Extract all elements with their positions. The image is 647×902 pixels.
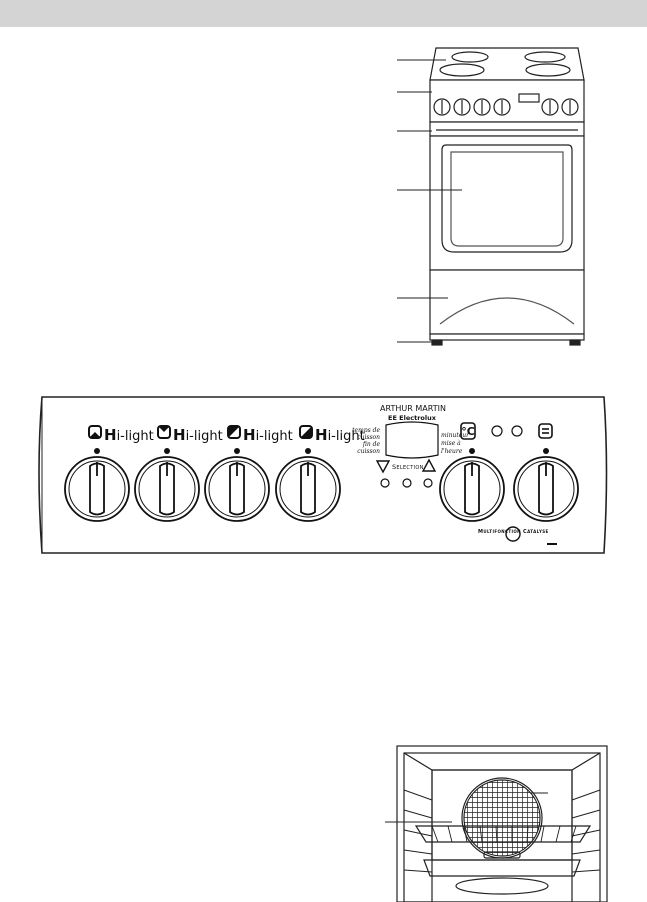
clock-display	[385, 421, 439, 459]
hob-label-1: Hi-light	[104, 426, 154, 444]
plinth	[429, 333, 585, 341]
right-display-labels: minuteur mise à l'heure	[441, 432, 470, 455]
selection-up-icon	[421, 458, 437, 472]
storage-drawer	[429, 269, 585, 335]
wire-shelf	[414, 825, 592, 843]
clock-button-2-icon	[402, 478, 412, 488]
hob-knob-3-icon	[204, 456, 270, 522]
indicator-light-2-icon	[511, 425, 523, 437]
hob-label-2: Hi-light	[173, 426, 223, 444]
hob-ring-back-right	[524, 51, 566, 63]
hob-label-4: Hi-light	[315, 426, 365, 444]
oven-interior-callouts	[385, 792, 548, 823]
hob-knob-2-icon	[134, 456, 200, 522]
oven-function-knob-icon	[439, 456, 505, 522]
left-display-labels: temps de cuisson fin de cuisson	[352, 427, 380, 455]
clock-button-1-icon	[380, 478, 390, 488]
header-bar	[0, 0, 647, 27]
stove-callouts	[397, 59, 462, 343]
clock-button-3-icon	[423, 478, 433, 488]
selection-label: Selection	[392, 463, 424, 471]
hob-label-3: Hi-light	[243, 426, 293, 444]
brand-label: ARTHUR MARTIN	[380, 404, 446, 413]
hob-ring-back-left	[451, 51, 489, 63]
oven-fan-guard	[463, 779, 541, 857]
catalyse-icon	[505, 526, 521, 542]
oven-floor-element	[455, 877, 549, 895]
stove-mini-display	[518, 93, 540, 103]
sub-brand-logo: EE	[388, 414, 397, 422]
oven-door-window	[441, 144, 573, 253]
model-label: Multifonction Catalyse	[478, 529, 549, 535]
indicator-light-1-icon	[491, 425, 503, 437]
hob-knob-1-icon	[64, 456, 130, 522]
thermostat-indicator-icon	[538, 423, 553, 439]
svg-text:°C: °C	[461, 425, 475, 438]
thermostat-knob-icon	[513, 456, 579, 522]
oven-function-indicator-icon	[460, 422, 476, 440]
foot-right	[569, 339, 581, 346]
hob-ring-front-left	[439, 63, 485, 77]
stove-knobs	[433, 98, 579, 116]
hob-knob-4-icon	[275, 456, 341, 522]
sub-brand: EE Electrolux	[388, 414, 436, 422]
selection-down-icon	[375, 460, 391, 474]
hob-ring-front-right	[525, 63, 571, 77]
